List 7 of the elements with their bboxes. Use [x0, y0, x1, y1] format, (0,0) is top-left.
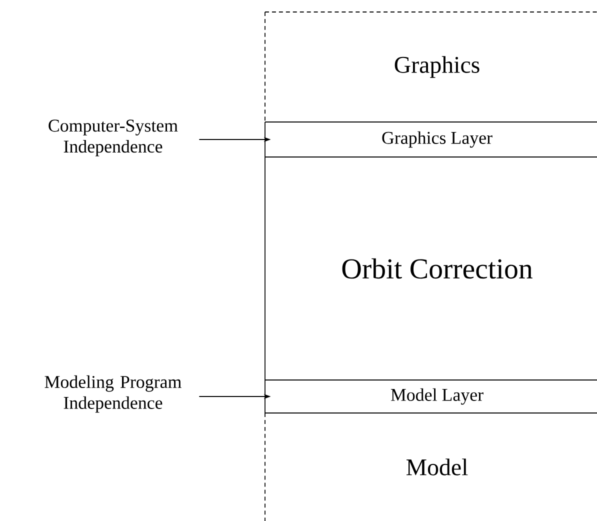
layer-band: Orbit Correction: [264, 156, 597, 380]
side-label: Modeling Program Independence: [44, 375, 182, 413]
layer-band: Graphics Layer: [264, 122, 597, 158]
side-label: Computer-System Independence: [48, 120, 178, 156]
layer-band: Model Layer: [264, 380, 597, 414]
layer-band: Model: [264, 412, 597, 521]
layer-band: Graphics: [264, 12, 597, 122]
